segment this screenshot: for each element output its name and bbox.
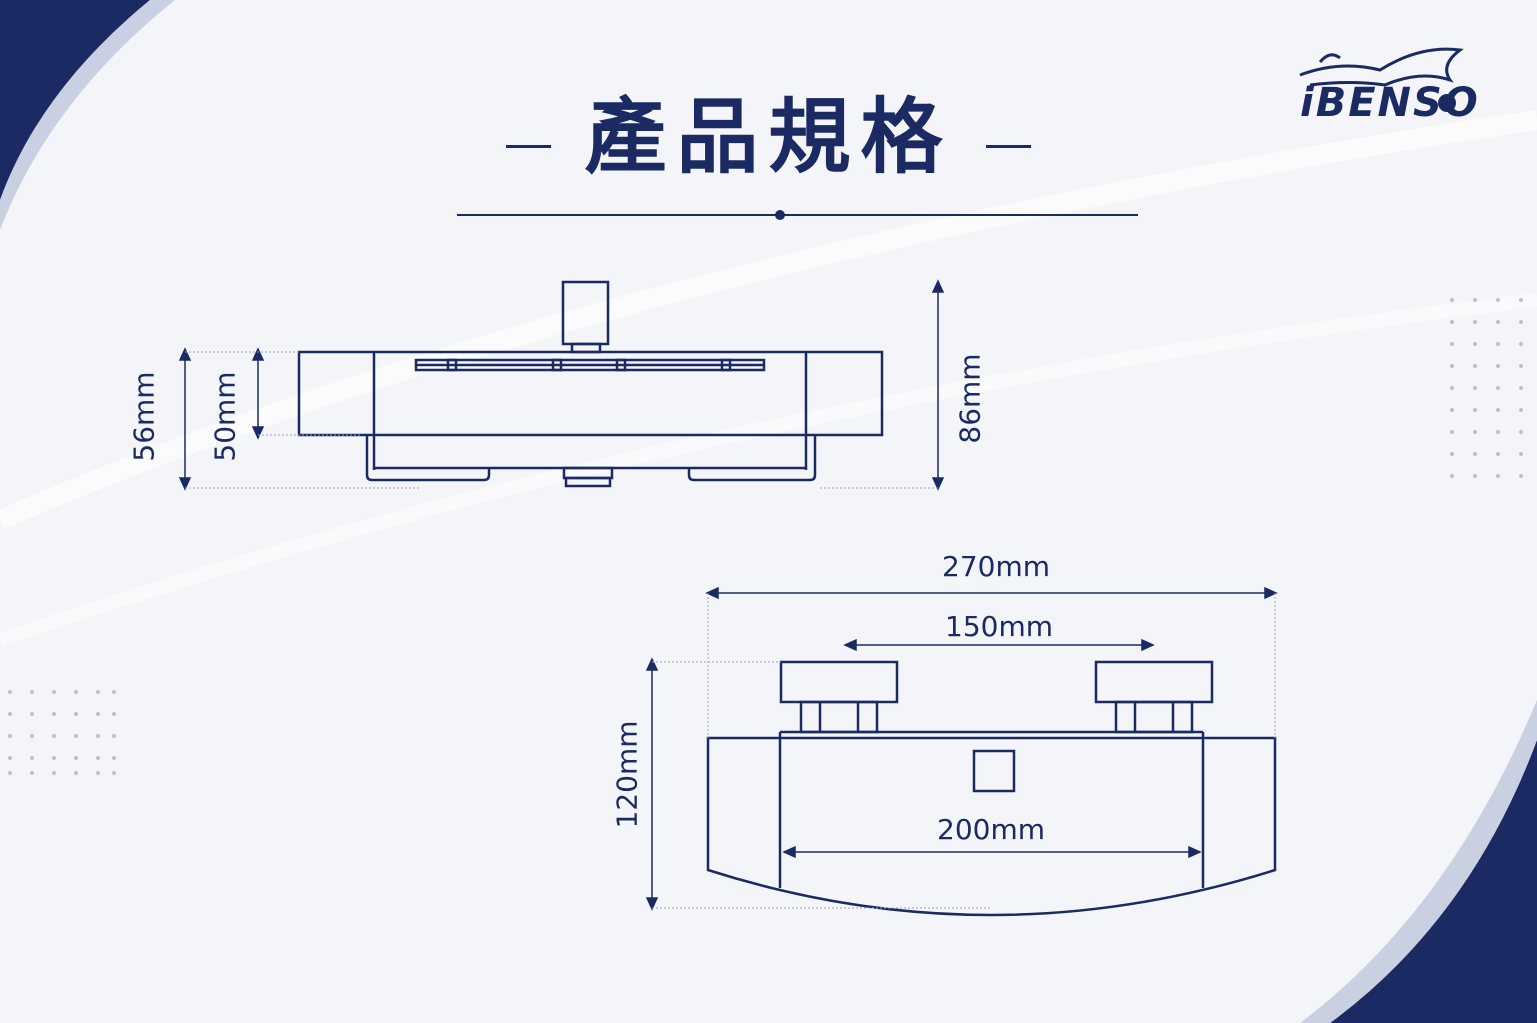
label-200mm: 200mm [937, 813, 1045, 846]
dot-grid-right [1450, 298, 1523, 478]
corner-swoosh-bottom-right [1330, 740, 1537, 1023]
title-dash-right [985, 145, 1031, 148]
side-view-drawing [297, 280, 884, 488]
label-270mm: 270mm [942, 550, 1050, 583]
title-underline [457, 210, 1138, 220]
side-body [297, 350, 884, 437]
brand-logo-text: iBENSO [1300, 80, 1480, 126]
top-view-drawing [706, 660, 1277, 917]
label-120mm: 120mm [610, 720, 644, 829]
top-body [706, 736, 1277, 917]
title-bar: 產品規格 [0, 70, 1537, 189]
label-86mm: 86mm [953, 353, 987, 444]
inlet-left [779, 660, 899, 704]
inlet-right [1094, 660, 1214, 704]
corner-swoosh-top-left [0, 0, 150, 200]
dot-grid-left [8, 690, 116, 775]
side-view-dimensions [178, 279, 945, 491]
center-square [972, 749, 1016, 793]
unit-label: 單位：MM [1424, 986, 1519, 1010]
label-56mm: 56mm [127, 371, 161, 462]
label-150mm: 150mm [945, 610, 1053, 643]
page-title: 產品規格 [584, 89, 953, 185]
label-50mm: 50mm [208, 371, 242, 462]
dolphin-logo-icon [1299, 47, 1464, 112]
title-dash-left [506, 145, 552, 148]
top-view-dimensions [645, 586, 1278, 911]
